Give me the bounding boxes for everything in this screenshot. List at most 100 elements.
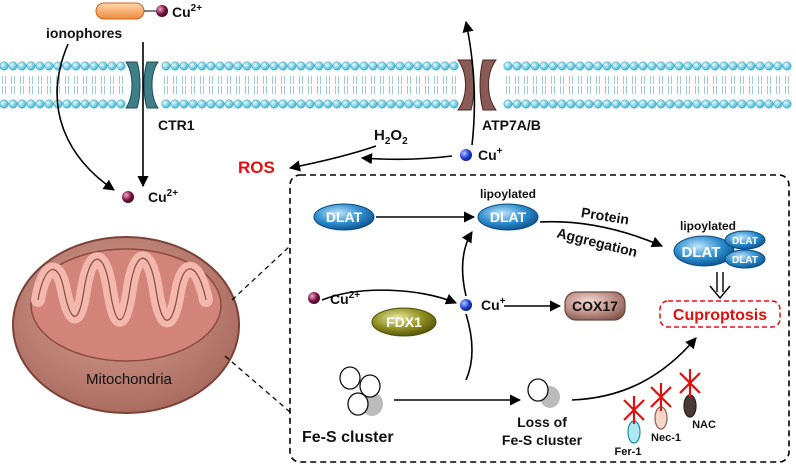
cox17-label: COX17	[572, 298, 618, 314]
lipid-head	[404, 99, 414, 109]
lipid-head	[665, 99, 675, 109]
lipid-head	[116, 99, 126, 109]
lipid-head	[512, 99, 522, 109]
dlat-mid-node	[477, 203, 539, 231]
fer1-inhibitor	[623, 396, 645, 444]
outer-arrows	[56, 20, 476, 191]
lipid-head	[584, 99, 594, 109]
h2o2-h: H	[374, 127, 385, 144]
cox17-node	[564, 291, 626, 321]
svg-text:H2O2: H2O2	[374, 127, 408, 147]
lipid-head	[773, 99, 783, 109]
lipid-head	[8, 99, 18, 109]
lipid-head	[431, 61, 441, 71]
lipid-head	[206, 61, 216, 71]
lipid-head	[116, 61, 126, 71]
lipid-head	[161, 61, 171, 71]
ionophores-label: ionophores	[46, 25, 122, 41]
lipid-head	[89, 99, 99, 109]
arrow-ionophore-in	[56, 43, 115, 191]
lipid-head	[521, 99, 531, 109]
lipid-head	[188, 61, 198, 71]
lipid-head	[719, 61, 729, 71]
loss-fes-label: Fe-S cluster	[502, 432, 583, 448]
lipid-head	[62, 61, 72, 71]
h2o2-o: O	[390, 127, 402, 144]
loss-fes-icon	[527, 378, 560, 408]
ctr1-label: CTR1	[158, 117, 195, 133]
lipid-head	[539, 99, 549, 109]
lipid-head	[584, 61, 594, 71]
lipid-head	[620, 61, 630, 71]
cu-plus-inner-label: Cu	[481, 297, 500, 313]
lipid-head	[548, 99, 558, 109]
mitochondria-label: Mitochondria	[86, 371, 173, 388]
lipid-head	[224, 61, 234, 71]
h2o2-sub2: 2	[402, 136, 408, 147]
lipid-head	[593, 99, 603, 109]
lipid-head	[62, 99, 72, 109]
lipid-head	[296, 61, 306, 71]
lipid-head	[683, 99, 693, 109]
arrow-fdx1-reduction	[321, 289, 458, 305]
arrow-loss-to-cuproptosis	[571, 337, 697, 401]
lipid-head	[764, 61, 774, 71]
lipid-head	[107, 99, 117, 109]
dlat-mid-label: DLAT	[490, 209, 527, 225]
lipid-head	[404, 61, 414, 71]
lipid-head	[413, 61, 423, 71]
arrow-h2o2-to-ros	[288, 145, 377, 172]
lipid-head	[728, 61, 738, 71]
lipid-head	[323, 61, 333, 71]
lipoylated-label-1: lipoylated	[480, 187, 536, 201]
nac-label: NAC	[692, 419, 716, 431]
lipid-head	[224, 99, 234, 109]
lipid-head	[755, 61, 765, 71]
lipid-head	[314, 61, 324, 71]
lipid-head	[44, 61, 54, 71]
fer1-label: Fer-1	[615, 446, 642, 458]
zoom-line-top	[231, 245, 291, 301]
lipid-head	[710, 61, 720, 71]
aggregation-label: Aggregation	[555, 225, 639, 260]
lipid-head	[35, 99, 45, 109]
fdx1-label: FDX1	[386, 314, 422, 330]
lipid-head	[575, 61, 585, 71]
nec1-label: Nec-1	[651, 432, 681, 444]
cu-plus-top-sup: +	[497, 146, 503, 157]
lipid-head	[296, 99, 306, 109]
arrow-cu-plus-export	[462, 20, 476, 146]
svg-text:Cu+: Cu+	[478, 146, 503, 163]
lipid-head	[755, 99, 765, 109]
lipid-head	[728, 99, 738, 109]
lipid-head	[386, 61, 396, 71]
lipid-head	[377, 99, 387, 109]
lipid-head	[647, 61, 657, 71]
lipid-head	[656, 61, 666, 71]
lipid-head	[611, 61, 621, 71]
lipid-head	[503, 61, 513, 71]
lipid-head	[683, 61, 693, 71]
lipid-head	[530, 99, 540, 109]
lipid-head	[710, 99, 720, 109]
lipid-head	[98, 61, 108, 71]
loss-of-label: Loss of	[517, 414, 567, 430]
lipid-head	[188, 99, 198, 109]
lipid-head	[89, 61, 99, 71]
lipid-head	[341, 61, 351, 71]
lipid-head	[422, 61, 432, 71]
dlat-left-label: DLAT	[326, 209, 363, 225]
lipid-head	[179, 61, 189, 71]
lipid-head	[26, 61, 36, 71]
atp7ab-channel	[457, 59, 497, 111]
lipid-head	[242, 61, 252, 71]
lipid-head	[179, 99, 189, 109]
lipid-head	[197, 61, 207, 71]
fes-cluster-icon	[339, 366, 383, 416]
inner-arrows	[321, 211, 697, 406]
lipid-head	[197, 99, 207, 109]
lipid-head	[368, 61, 378, 71]
cuproptosis-label: Cuproptosis	[673, 307, 767, 324]
lipid-head	[557, 61, 567, 71]
lipid-head	[512, 61, 522, 71]
